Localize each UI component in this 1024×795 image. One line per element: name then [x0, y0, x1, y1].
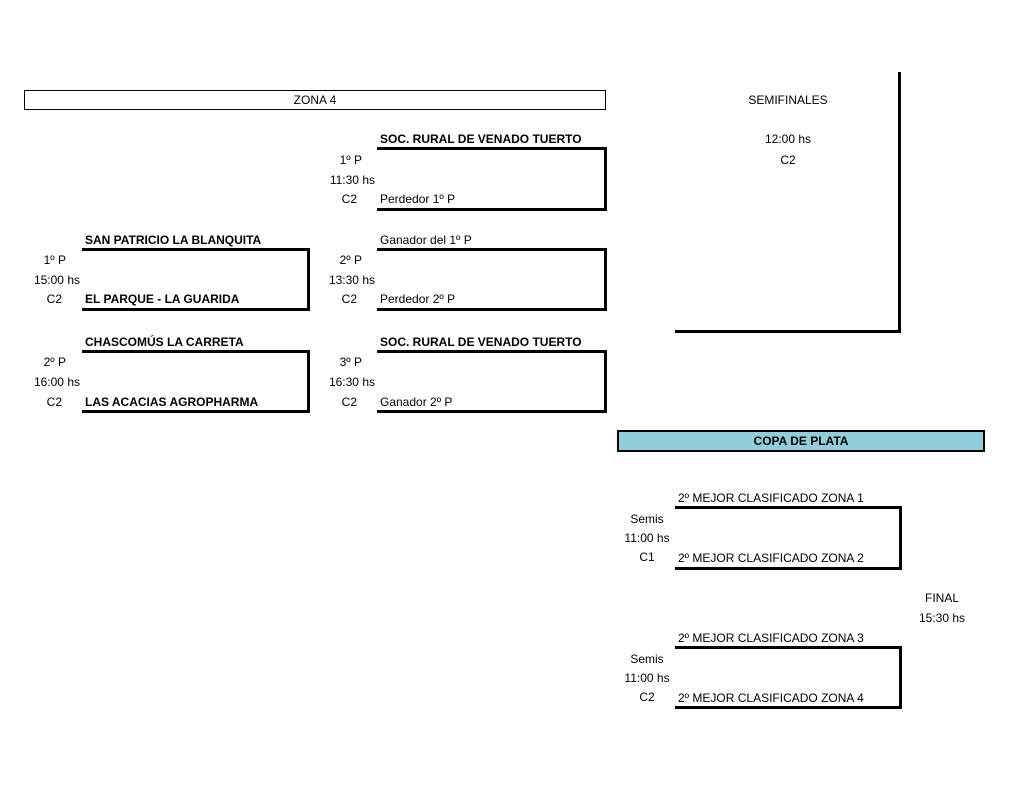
bracket-line — [377, 248, 607, 251]
col1-m2-time: 16:00 hs — [33, 375, 80, 389]
zona-header-box — [24, 90, 606, 110]
plata-semi2-time: 11:00 hs — [624, 671, 670, 685]
col2-m1-team-top: SOC. RURAL DE VENADO TUERTO — [380, 132, 582, 146]
bracket-line — [377, 308, 607, 311]
final-time: 15:30 hs — [918, 611, 966, 625]
col1-m1-team-top: SAN PATRICIO LA BLANQUITA — [85, 233, 262, 247]
bracket-line — [377, 350, 607, 353]
col1-m1-team-bottom: EL PARQUE - LA GUARIDA — [85, 292, 240, 306]
col2-m3-court: C2 — [341, 395, 357, 409]
semifinales-time: 12:00 hs — [764, 132, 812, 146]
col2-m2-team-bottom: Perdedor 2º P — [380, 292, 456, 306]
col2-m2-label: 2º P — [339, 253, 362, 267]
bracket-line — [307, 350, 310, 413]
bracket-line — [82, 308, 310, 311]
zona-title: ZONA 4 — [293, 93, 337, 107]
col1-m1-court: C2 — [46, 292, 62, 306]
col2-m3-label: 3º P — [339, 355, 362, 369]
plata-semi2-label: Semis — [630, 652, 664, 666]
bracket-line — [604, 147, 607, 211]
bracket-line — [604, 248, 607, 311]
col2-m1-label: 1º P — [339, 153, 362, 167]
bracket-line — [675, 706, 902, 709]
col1-m2-team-bottom: LAS ACACIAS AGROPHARMA — [85, 395, 259, 409]
col2-m1-court: C2 — [341, 192, 357, 206]
plata-semi2-team-bottom: 2º MEJOR CLASIFICADO ZONA 4 — [678, 691, 864, 705]
copa-plata-title: COPA DE PLATA — [753, 434, 849, 448]
col1-m2-court: C2 — [46, 395, 62, 409]
copa-plata-header — [617, 430, 985, 452]
bracket-line — [82, 350, 310, 353]
plata-semi2-court: C2 — [639, 690, 655, 704]
bracket-line — [307, 248, 310, 311]
bracket-line — [675, 506, 902, 509]
bracket-line — [898, 72, 901, 333]
col2-m2-team-top: Ganador del 1º P — [380, 233, 472, 247]
col1-m1-time: 15:00 hs — [33, 273, 80, 287]
bracket-line — [675, 567, 902, 570]
bracket-line — [82, 410, 310, 413]
col2-m2-time: 13:30 hs — [328, 273, 375, 287]
plata-semi1-time: 11:00 hs — [624, 531, 670, 545]
col2-m3-team-bottom: Ganador 2º P — [380, 395, 453, 409]
col1-m2-team-top: CHASCOMÚS LA CARRETA — [85, 335, 244, 349]
plata-semi1-court: C1 — [639, 550, 655, 564]
bracket-line — [899, 646, 902, 709]
bracket-line — [604, 350, 607, 413]
final-label: FINAL — [924, 591, 959, 605]
semifinales-court: C2 — [780, 153, 796, 167]
semifinales-title: SEMIFINALES — [748, 93, 828, 107]
bracket-line — [377, 410, 607, 413]
bracket-line — [899, 506, 902, 570]
col1-m2-label: 2º P — [43, 355, 66, 369]
col2-m3-time: 16:30 hs — [328, 375, 375, 389]
plata-semi1-team-top: 2º MEJOR CLASIFICADO ZONA 1 — [678, 491, 864, 505]
col2-m3-team-top: SOC. RURAL DE VENADO TUERTO — [380, 335, 582, 349]
col2-m1-team-bottom: Perdedor 1º P — [380, 192, 456, 206]
col1-m1-label: 1º P — [43, 253, 66, 267]
bracket-line — [377, 147, 607, 150]
bracket-line — [675, 646, 902, 649]
bracket-line — [377, 208, 607, 211]
col2-m2-court: C2 — [341, 292, 357, 306]
plata-semi2-team-top: 2º MEJOR CLASIFICADO ZONA 3 — [678, 631, 864, 645]
plata-semi1-label: Semis — [630, 512, 664, 526]
plata-semi1-team-bottom: 2º MEJOR CLASIFICADO ZONA 2 — [678, 551, 864, 565]
col2-m1-time: 11:30 hs — [329, 173, 375, 187]
bracket-line — [675, 330, 901, 333]
bracket-line — [82, 248, 310, 251]
